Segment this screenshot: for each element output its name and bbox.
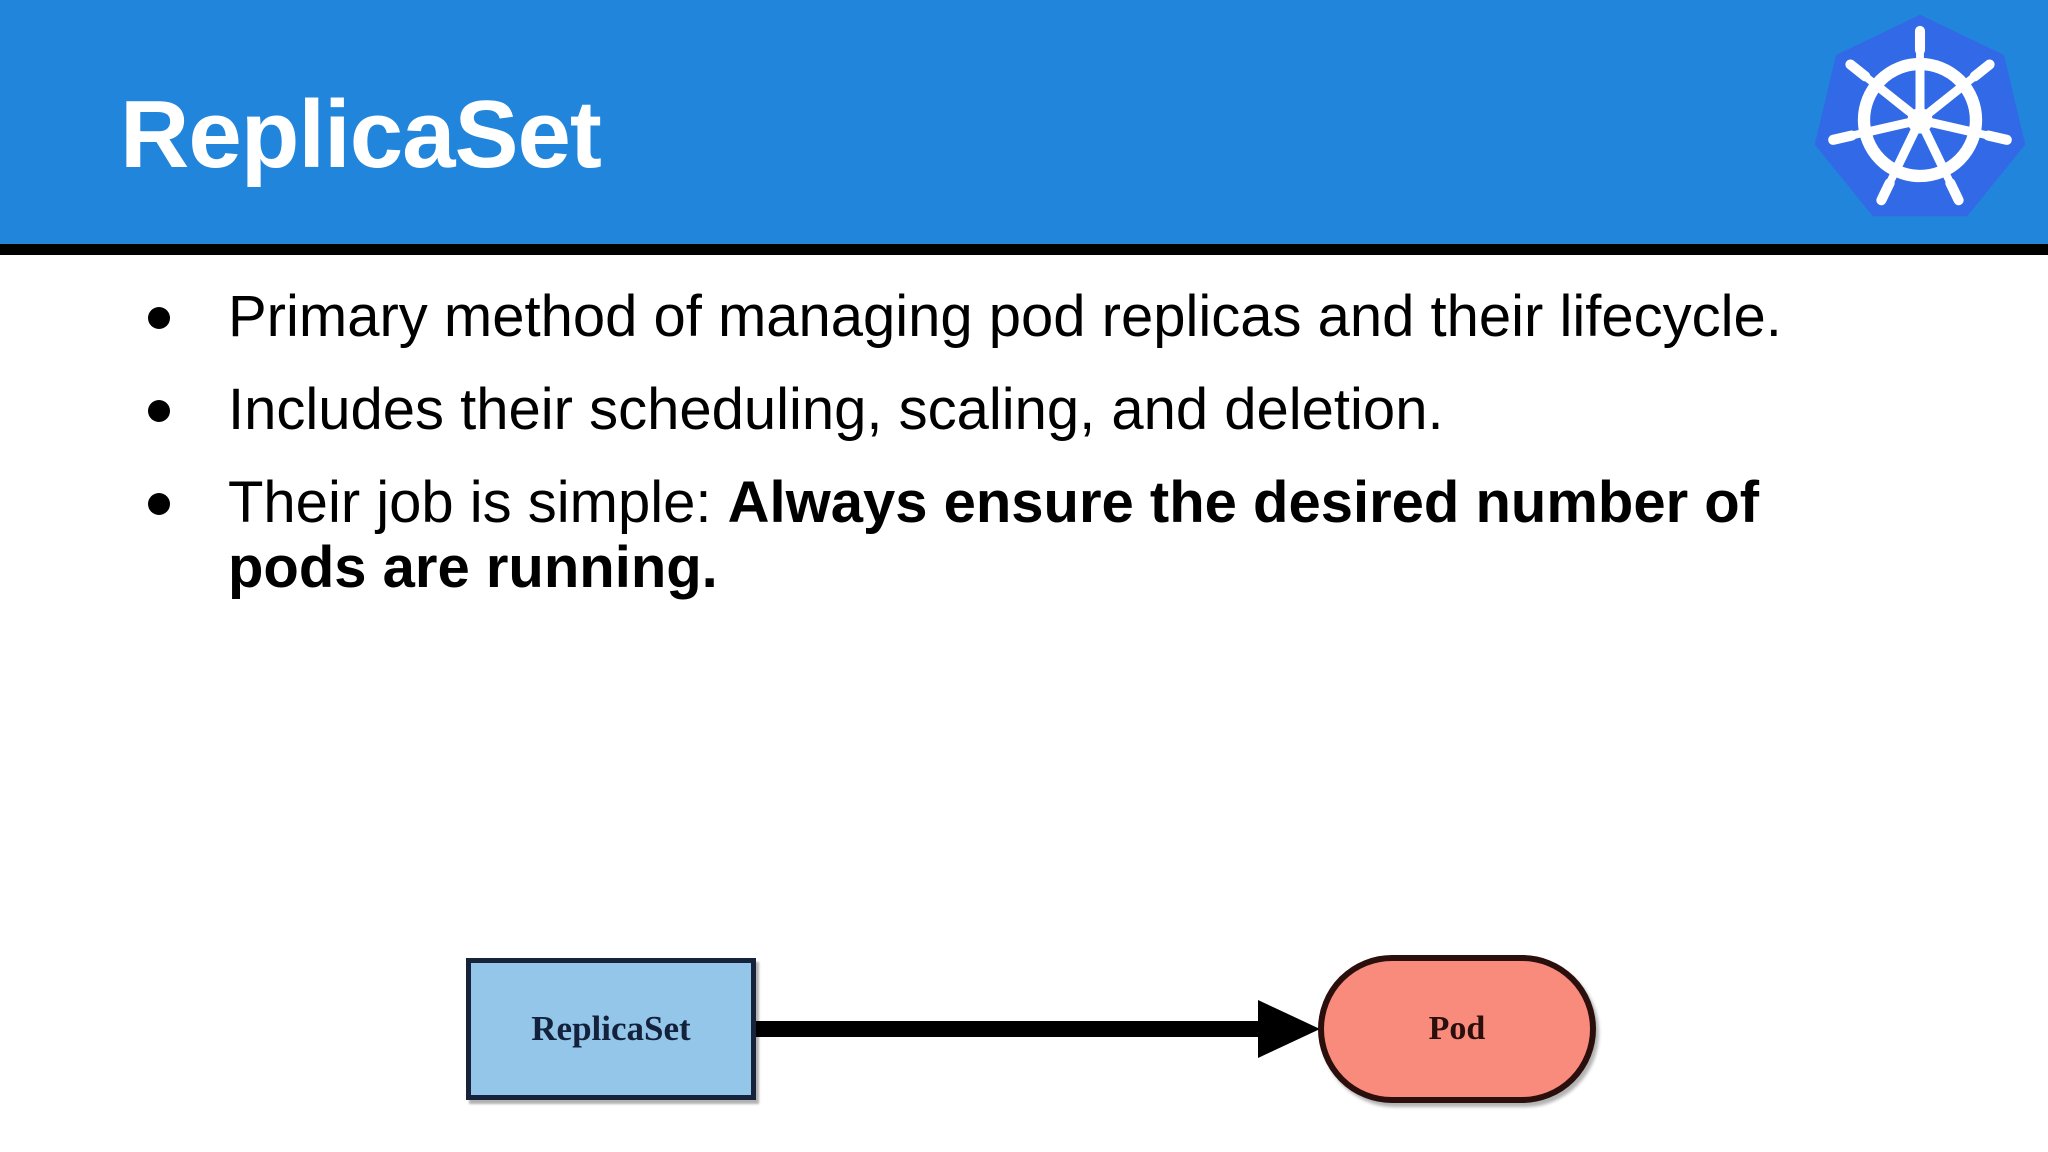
list-item: Their job is simple: Always ensure the d… [130,470,1850,601]
page-title: ReplicaSet [120,81,602,188]
bullet-text: Their job is simple: Always ensure the d… [228,470,1759,600]
diagram-edge-arrowhead-icon [1258,1000,1320,1058]
kubernetes-logo [1808,4,2032,236]
bullet-text: Primary method of managing pod replicas … [228,284,1782,349]
diagram-edge-line [756,1021,1266,1037]
slide-header-band [0,0,2048,244]
diagram-node-replicaset-label: ReplicaSet [531,1009,691,1048]
bullet-text-plain: Includes their scheduling, scaling, and … [228,376,1444,442]
list-item: Primary method of managing pod replicas … [130,284,1850,350]
bullet-dot-icon [148,399,170,422]
ship-wheel-icon [1828,25,2012,206]
bullet-text-plain: Primary method of managing pod replicas … [228,284,1782,349]
bullet-dot-icon [148,492,170,515]
bullet-text: Includes their scheduling, scaling, and … [228,377,1444,442]
list-item: Includes their scheduling, scaling, and … [130,377,1850,443]
bullet-text-plain: Their job is simple: [228,469,728,535]
bullet-dot-icon [148,307,170,329]
kubernetes-logo-svg [1814,14,2026,217]
diagram-node-pod-label: Pod [1428,1010,1486,1047]
diagram-node-replicaset: ReplicaSet [466,958,756,1100]
header-divider-rule [0,244,2048,255]
bullet-text-emphasis: Always ensure the desired number of pods… [228,469,1760,600]
diagram-node-pod: Pod [1318,955,1596,1103]
bullet-list: Primary method of managing pod replicas … [130,284,1850,629]
replicaset-pod-diagram: ReplicaSet Pod [0,900,2048,1152]
